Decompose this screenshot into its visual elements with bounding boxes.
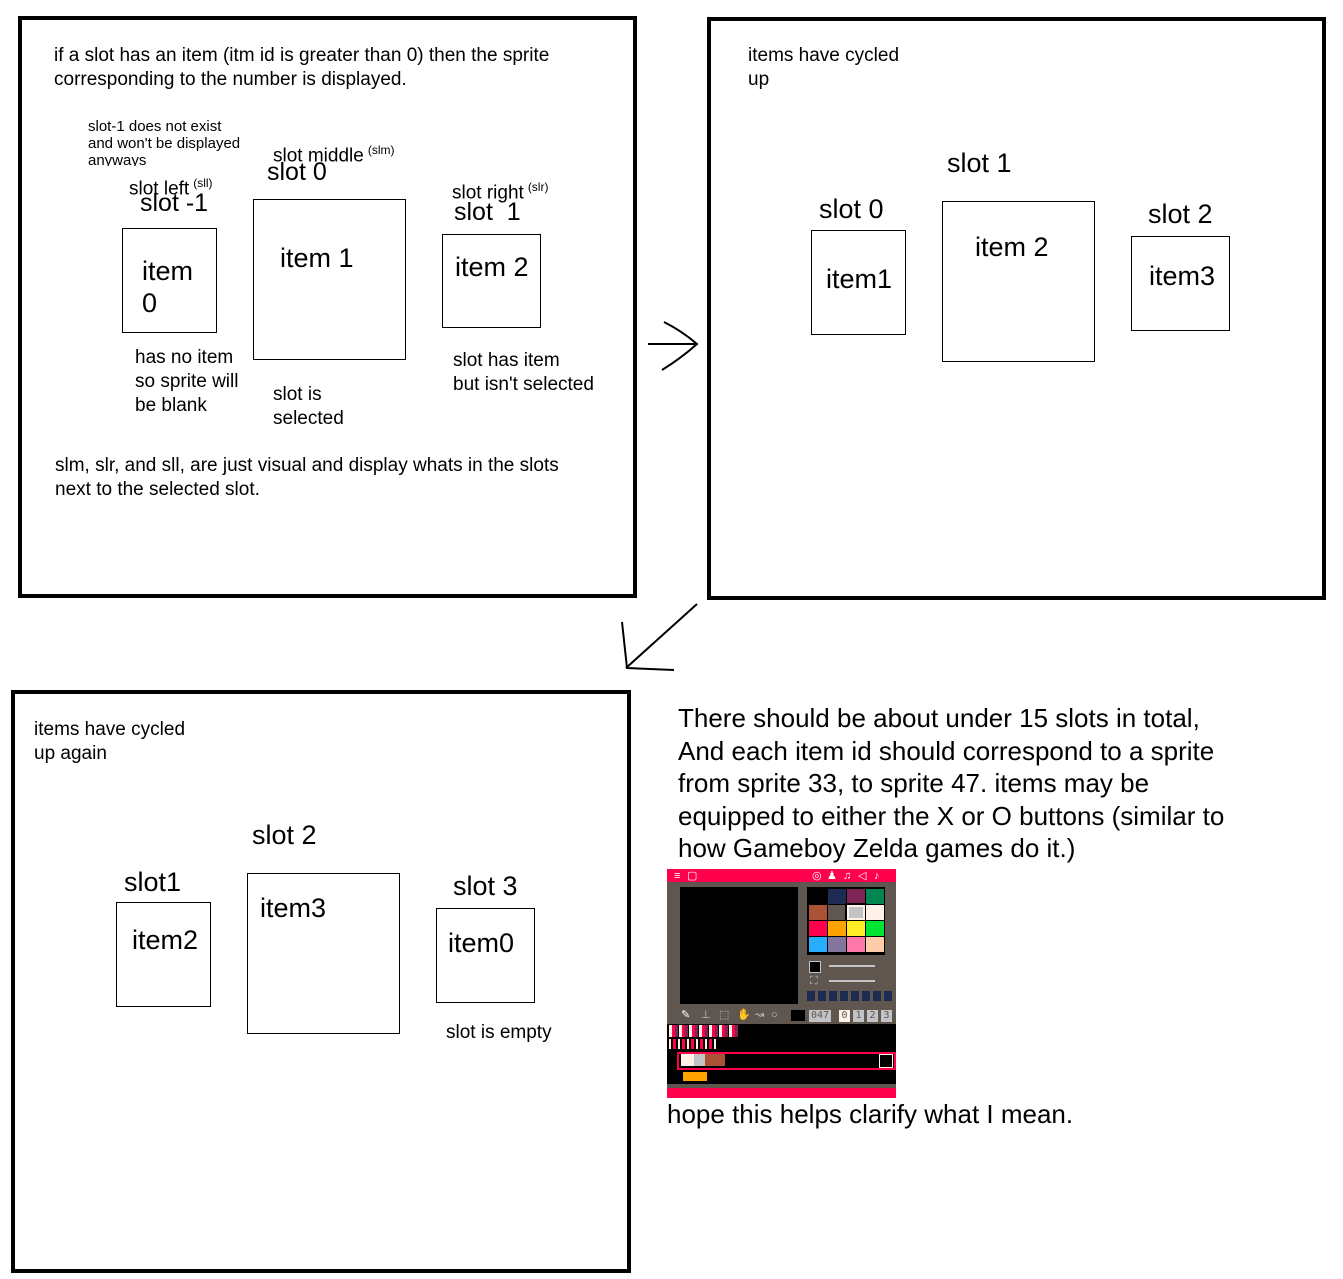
slot-right-label-text: slot right bbox=[452, 182, 524, 204]
caption-middle: slot is selected bbox=[273, 384, 344, 429]
palette-swatch[interactable] bbox=[847, 889, 865, 904]
panel3-slot-box-left bbox=[116, 902, 211, 1007]
sprite-number[interactable]: 047 bbox=[809, 1010, 831, 1022]
slot-middle-name: slot 0 bbox=[267, 158, 327, 186]
slot-box-left bbox=[122, 228, 217, 333]
palette-swatch[interactable] bbox=[866, 921, 884, 936]
panel3-item-right: item0 bbox=[448, 928, 515, 958]
slot-right-label: slot right(slr) bbox=[452, 175, 548, 205]
panel2-item-middle: item 2 bbox=[975, 232, 1049, 262]
palette-swatch[interactable] bbox=[866, 905, 884, 920]
brush-slider[interactable] bbox=[829, 965, 875, 967]
palette-swatch[interactable] bbox=[847, 937, 865, 952]
sprite-tab-0[interactable]: 0 bbox=[839, 1010, 850, 1022]
palette-swatch[interactable] bbox=[809, 937, 827, 952]
circle-icon[interactable]: ○ bbox=[771, 1009, 778, 1021]
sprite-icon[interactable]: ▢ bbox=[687, 870, 698, 882]
palette-swatch[interactable] bbox=[866, 889, 884, 904]
panel2-slot-left-name: slot 0 bbox=[819, 194, 884, 224]
select-icon[interactable]: ⬚ bbox=[719, 1009, 730, 1021]
panel2-item-right: item3 bbox=[1149, 261, 1216, 291]
panel3-intro-text: items have cycled up again bbox=[34, 719, 186, 764]
item-left-label: item 0 bbox=[142, 256, 194, 318]
sprite-number-swatch bbox=[791, 1010, 805, 1021]
slot-right-name: slot 1 bbox=[454, 198, 521, 226]
palette-swatch[interactable] bbox=[828, 889, 846, 904]
arrow-right-icon bbox=[648, 321, 699, 371]
zoom-icon[interactable]: ⛶ bbox=[810, 975, 818, 987]
palette-swatch[interactable] bbox=[847, 921, 865, 936]
slot-left-label-text: slot left bbox=[129, 178, 190, 200]
sprite-tab-2[interactable]: 2 bbox=[867, 1010, 878, 1022]
sprite-canvas[interactable] bbox=[680, 887, 798, 1004]
flag-row[interactable] bbox=[807, 991, 892, 1001]
music-icon[interactable]: ♫ bbox=[843, 870, 852, 882]
selected-sprite-cell[interactable] bbox=[879, 1054, 893, 1068]
item-middle-label: item 1 bbox=[280, 243, 354, 273]
slot-left-abbr: (sll) bbox=[193, 176, 213, 190]
palette-swatch[interactable] bbox=[809, 921, 827, 936]
closing-text: hope this helps clarify what I mean. bbox=[667, 1099, 1074, 1129]
palette-swatch[interactable] bbox=[845, 903, 867, 922]
note-icon[interactable]: ♪ bbox=[874, 870, 880, 882]
slot-right-abbr: (slr) bbox=[527, 180, 549, 194]
item-sprite-row bbox=[681, 1054, 725, 1066]
panel2-slot-box-right bbox=[1131, 236, 1230, 331]
slot-left-label: slot left(sll) bbox=[129, 171, 213, 201]
editor-bottom-bar bbox=[667, 1088, 896, 1098]
slot-box-right bbox=[442, 234, 541, 328]
caption-left: has no item so sprite will be blank bbox=[135, 347, 239, 416]
sprite-editor-screenshot: ≡ ▢ ◎ ♟ ♫ ◁ ♪ ⛶ ✎ ⊥ ⬚ ✋ ↝ ○ 047 0 1 2 3 bbox=[667, 869, 896, 1098]
panel2-slot-box-middle bbox=[942, 201, 1095, 362]
sprite-sheet-sprites bbox=[669, 1025, 739, 1037]
hand-icon[interactable]: ✋ bbox=[737, 1009, 751, 1021]
slot-middle-abbr: (slm) bbox=[367, 143, 395, 157]
pencil-icon[interactable]: ✎ bbox=[681, 1009, 691, 1021]
panel3-slot-left-name: slot1 bbox=[124, 867, 182, 897]
panel3-item-left: item2 bbox=[132, 925, 199, 955]
sprite-sheet-row2 bbox=[669, 1039, 717, 1049]
zoom-slider[interactable] bbox=[829, 980, 875, 982]
panel2-slot-middle-name: slot 1 bbox=[947, 148, 1012, 178]
slot-box-middle bbox=[253, 199, 406, 360]
code-icon[interactable]: ≡ bbox=[674, 870, 681, 882]
speaker-icon[interactable]: ◁ bbox=[858, 870, 867, 882]
panel2-slot-right-name: slot 2 bbox=[1148, 199, 1213, 229]
panel3-slot-middle-name: slot 2 bbox=[252, 820, 317, 850]
palette-swatch[interactable] bbox=[866, 937, 884, 952]
sheet-marker bbox=[683, 1072, 707, 1081]
selection-highlight bbox=[677, 1052, 896, 1070]
panel1-footer-text: slm, slr, and sll, are just visual and d… bbox=[55, 455, 559, 500]
fill-icon[interactable]: ↝ bbox=[755, 1009, 765, 1021]
panel1-intro-text: if a slot has an item (itm id is greater… bbox=[54, 45, 550, 90]
panel2-slot-box-left bbox=[811, 230, 906, 335]
stamp-icon[interactable]: ⊥ bbox=[701, 1009, 711, 1021]
panel3-caption-right: slot is empty bbox=[446, 1022, 552, 1043]
slot-middle-label-text: slot middle bbox=[273, 145, 364, 167]
sprite-tab-1[interactable]: 1 bbox=[853, 1010, 864, 1022]
panel3-slot-box-right bbox=[436, 908, 535, 1003]
panel2-intro-text: items have cycled up bbox=[748, 45, 900, 90]
slot-middle-label: slot middle(slm) bbox=[273, 138, 394, 168]
panel2-item-left: item1 bbox=[826, 264, 893, 294]
brush-size-indicator bbox=[809, 961, 821, 973]
panel3-item-middle: item3 bbox=[260, 893, 327, 923]
palette-swatch[interactable] bbox=[828, 937, 846, 952]
item-right-label: item 2 bbox=[455, 252, 529, 282]
palette-swatch[interactable] bbox=[828, 905, 846, 920]
panel3-slot-right-name: slot 3 bbox=[453, 871, 518, 901]
palette-swatch[interactable] bbox=[809, 905, 827, 920]
editor-top-bar bbox=[667, 869, 896, 882]
slot-left-name: slot -1 bbox=[140, 189, 209, 217]
caption-right: slot has item but isn't selected bbox=[453, 350, 594, 395]
panel3-slot-box-middle bbox=[247, 873, 400, 1034]
slot-minus1-note: slot-1 does not exist and won't be displ… bbox=[88, 118, 241, 166]
sprite-tab-3[interactable]: 3 bbox=[881, 1010, 892, 1022]
map-icon[interactable]: ◎ bbox=[812, 870, 822, 882]
arrow-down-left-icon bbox=[621, 603, 698, 671]
explanation-paragraph: There should be about under 15 slots in … bbox=[678, 703, 1225, 863]
sfx-icon[interactable]: ♟ bbox=[827, 870, 837, 882]
palette-swatch[interactable] bbox=[809, 889, 827, 904]
palette-swatch[interactable] bbox=[828, 921, 846, 936]
